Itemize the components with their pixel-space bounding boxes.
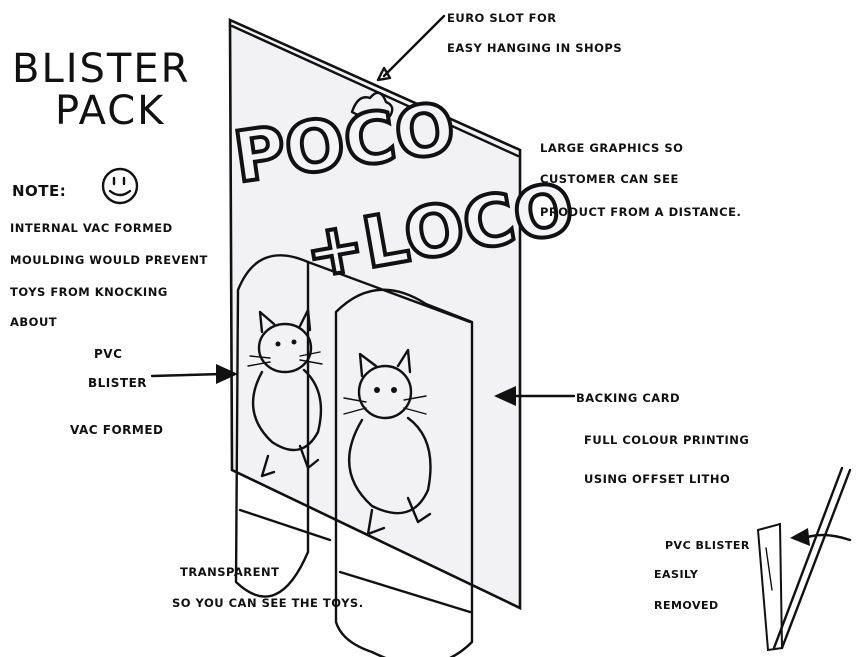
side-detail-line-1: PVC BLISTER	[665, 539, 750, 552]
backing-card-line-3: USING OFFSET LITHO	[584, 472, 730, 486]
pvc-blister-line-3: VAC FORMED	[70, 423, 163, 437]
smiley-icon	[103, 169, 137, 203]
note-line-4: ABOUT	[10, 315, 57, 329]
graphics-line-2: CUSTOMER CAN SEE	[540, 172, 679, 186]
blister-removal-detail	[758, 468, 850, 650]
title-blister: BLISTER	[12, 46, 190, 92]
pvc-blister-line-2: BLISTER	[88, 376, 147, 390]
transparent-line-2: SO YOU CAN SEE THE TOYS.	[172, 596, 364, 610]
backing-card-line-1: BACKING CARD	[576, 391, 680, 405]
note-line-1: INTERNAL VAC FORMED	[10, 221, 173, 235]
note-line-3: TOYS FROM KNOCKING	[10, 285, 168, 299]
side-detail-line-2: EASILY	[654, 568, 699, 581]
title-pack: PACK	[55, 88, 165, 134]
side-detail-line-3: REMOVED	[654, 599, 719, 612]
pvc-blister-arrow	[152, 374, 222, 376]
pvc-blister-line-1: PVC	[94, 347, 122, 361]
backing-card-line-2: FULL COLOUR PRINTING	[584, 433, 749, 447]
note-line-2: MOULDING WOULD PREVENT	[10, 253, 208, 267]
euro-slot-arrow	[384, 16, 444, 76]
euro-slot-line-2: EASY HANGING IN SHOPS	[447, 41, 622, 55]
note-heading: NOTE:	[12, 182, 66, 200]
graphics-line-1: LARGE GRAPHICS SO	[540, 141, 683, 155]
graphics-line-3: PRODUCT FROM A DISTANCE.	[540, 205, 741, 219]
transparent-line-1: TRANSPARENT	[180, 565, 279, 579]
euro-slot-line-1: EURO SLOT FOR	[447, 11, 557, 25]
